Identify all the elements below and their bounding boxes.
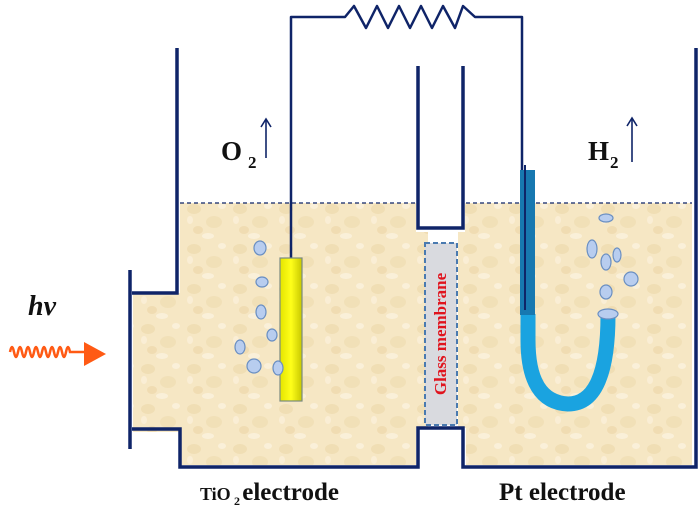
tio2-suffix: electrode: [236, 479, 339, 506]
hydrogen-symbol: H: [588, 136, 609, 166]
pt-electrode: [520, 165, 619, 412]
glass-membrane-label: Glass membrane: [431, 272, 450, 395]
hydrogen-arrow-up-icon: [626, 116, 638, 162]
light-arrow-icon: [84, 342, 106, 366]
pt-tube-upper: [520, 170, 535, 315]
gas-bubble: [255, 304, 267, 320]
pt-tube-mouth: [597, 308, 619, 320]
light-label: hv: [28, 291, 57, 322]
oxygen-arrow-up-icon: [260, 117, 272, 158]
pt-u-tube: [520, 314, 616, 412]
tio2-prefix: TiO: [200, 484, 231, 504]
pt-electrode-label: Pt electrode: [499, 479, 626, 506]
left-wall: [132, 48, 179, 295]
external-circuit: [289, 4, 524, 310]
gas-bubble: [600, 253, 612, 271]
gas-bubble: [623, 271, 639, 287]
gas-bubble: [598, 213, 614, 223]
gas-bubble: [266, 328, 278, 342]
oxygen-label: O 2: [221, 117, 272, 172]
glass-membrane: Glass membrane: [424, 242, 458, 426]
left-bottom-wall: [132, 48, 698, 469]
gas-bubble: [599, 284, 613, 300]
center-separator: [416, 66, 465, 230]
light-wave-icon: [8, 345, 85, 359]
gas-bubble: [246, 358, 262, 374]
gas-bubble: [253, 240, 267, 256]
cell-walls: [128, 48, 698, 469]
oxygen-symbol: O: [221, 136, 242, 166]
circuit-wire: [289, 4, 524, 310]
hydrogen-bubbles: [586, 213, 639, 300]
tio2-subscript: 2: [234, 494, 240, 508]
oxygen-bubbles: [234, 240, 284, 376]
oxygen-subscript: 2: [248, 153, 257, 172]
electrolyte-right-compartment: [458, 203, 692, 465]
gas-bubble: [255, 276, 269, 288]
light-source: hv: [8, 291, 106, 366]
hydrogen-label: H 2: [588, 116, 638, 172]
tio2-electrode-label: TiO 2 electrode: [200, 479, 339, 508]
gas-bubble: [586, 239, 598, 259]
tio2-electrode: [279, 257, 303, 402]
gas-bubble: [272, 360, 284, 376]
gas-bubble: [612, 247, 622, 263]
gas-bubble: [234, 339, 246, 355]
hydrogen-subscript: 2: [610, 153, 619, 172]
